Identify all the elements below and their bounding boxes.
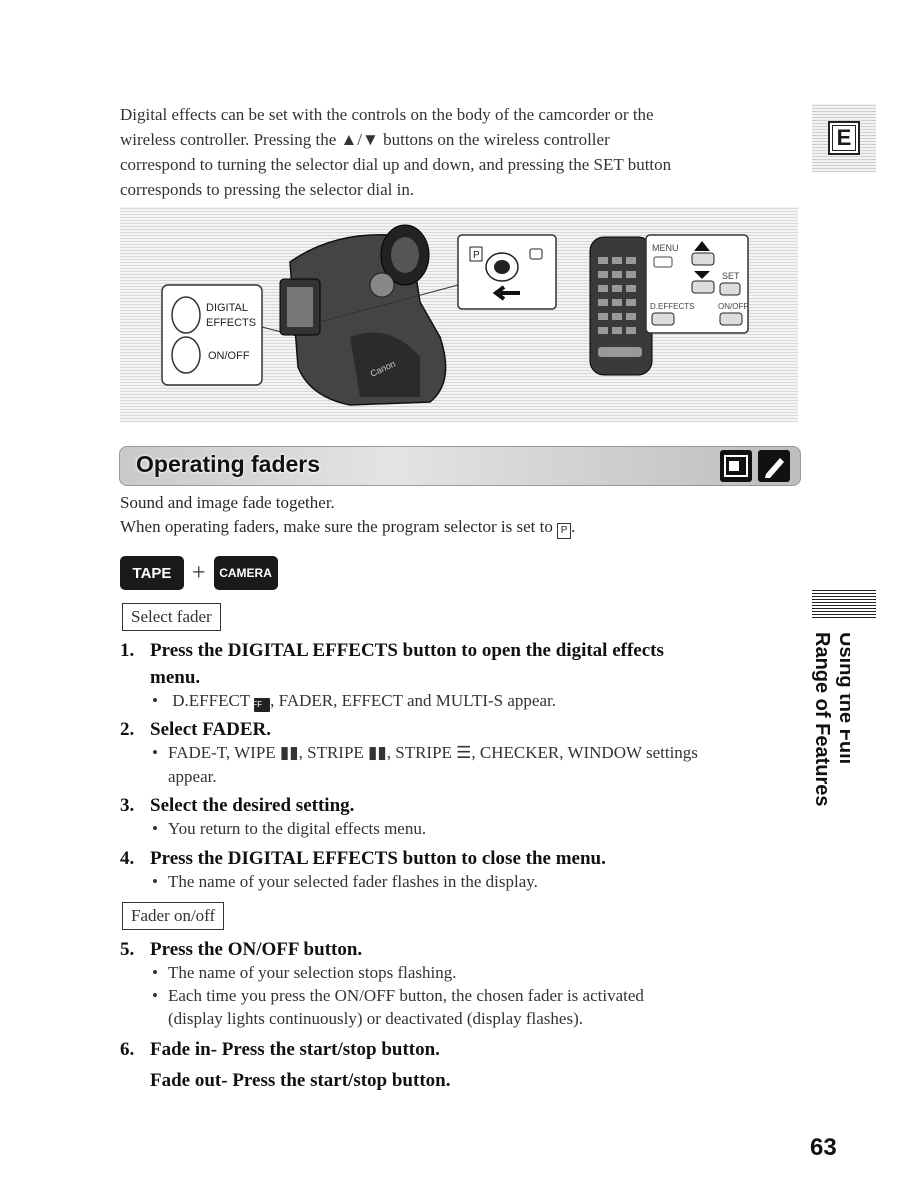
- selector-p-label: P: [473, 250, 480, 261]
- remote-onoff-label: ON/OFF: [718, 302, 748, 311]
- step-number: 1.: [120, 640, 135, 661]
- camcorder-diagram: DIGITAL EFFECTS ON/OFF Canon P: [161, 224, 749, 406]
- step-2: 2. Select FADER.: [120, 716, 271, 744]
- intro-line: wireless controller. Pressing the ▲/▼ bu…: [120, 130, 610, 149]
- intro-paragraph: Digital effects can be set with the cont…: [120, 102, 800, 202]
- step-1-cont: menu.: [150, 667, 201, 688]
- remote-menu-label: MENU: [652, 243, 679, 253]
- digital-label: DIGITAL: [206, 302, 248, 314]
- step-6: 6. Fade in- Press the start/stop button.: [120, 1036, 440, 1064]
- step-number: 4.: [120, 848, 135, 869]
- side-label-line2: Range of Features: [811, 632, 833, 806]
- step-5-bullet: The name of your selection stops flashin…: [120, 961, 828, 985]
- remote-effects-label: D.EFFECTS: [650, 302, 694, 311]
- camera-badge: CAMERA: [213, 556, 278, 590]
- remote-control-icon: [589, 236, 653, 376]
- step-title: Select the desired setting.: [150, 795, 355, 816]
- pen-icon: [758, 450, 790, 482]
- step-title: Fade in- Press the start/stop button.: [150, 1039, 440, 1060]
- body-line-end: .: [571, 517, 576, 536]
- bullet-text: , FADER, EFFECT and MULTI-S appear.: [270, 691, 556, 710]
- intro-line: correspond to turning the selector dial …: [120, 155, 672, 174]
- step-6-cont: Fade out- Press the start/stop button.: [150, 1070, 451, 1091]
- step-title: Press the ON/OFF button.: [150, 939, 363, 960]
- body-line-text: When operating faders, make sure the pro…: [120, 517, 553, 536]
- step-4-bullet: The name of your selected fader flashes …: [120, 870, 828, 894]
- step-number: 2.: [120, 719, 135, 740]
- side-chapter-label: Using the Full Range of Features: [800, 630, 857, 860]
- body-line: When operating faders, make sure the pro…: [120, 517, 575, 539]
- step-2-bullet-cont: appear.: [168, 767, 217, 786]
- plus-sign: +: [192, 559, 206, 586]
- step-3: 3. Select the desired setting.: [120, 792, 354, 820]
- off-icon: OFF: [246, 698, 271, 712]
- step-number: 5.: [120, 939, 135, 960]
- step-4: 4. Press the DIGITAL EFFECTS button to cl…: [120, 845, 606, 873]
- remote-set-label: SET: [722, 271, 740, 281]
- step-title: Press the DIGITAL EFFECTS button to open…: [150, 640, 664, 661]
- select-fader-box: Select fader: [122, 603, 221, 631]
- page-number: 63: [810, 1134, 837, 1161]
- section-banner: Operating faders: [119, 446, 801, 486]
- step-5-bullet: Each time you press the ON/OFF button, t…: [120, 984, 828, 1008]
- language-letter: E: [828, 121, 860, 155]
- step-5-bullet-cont: (display lights continuously) or deactiv…: [168, 1009, 583, 1028]
- step-1-bullet: D.EFFECT OFF, FADER, EFFECT and MULTI-S …: [120, 689, 828, 713]
- effects-label: EFFECTS: [206, 317, 256, 329]
- bullet-text: D.EFFECT: [172, 691, 250, 710]
- tape-mode-icon: [720, 450, 752, 482]
- step-number: 6.: [120, 1039, 135, 1060]
- camcorder-illustration: DIGITAL EFFECTS ON/OFF Canon P: [120, 207, 798, 422]
- step-2-bullet: FADE-T, WIPE ▮▮, STRIPE ▮▮, STRIPE ☰, CH…: [120, 741, 848, 765]
- step-3-bullet: You return to the digital effects menu.: [120, 817, 828, 841]
- onoff-label: ON/OFF: [208, 350, 250, 362]
- section-title: Operating faders: [136, 451, 321, 477]
- fader-onoff-box: Fader on/off: [122, 902, 225, 930]
- side-label-line1: Using the Full: [835, 632, 850, 764]
- body-line: Sound and image fade together.: [120, 493, 335, 512]
- step-title: Select FADER.: [150, 719, 272, 740]
- side-stripes: [812, 588, 876, 618]
- step-number: 3.: [120, 795, 135, 816]
- intro-line: corresponds to pressing the selector dia…: [120, 180, 415, 199]
- mode-row: TAPE + CAMERA: [120, 556, 278, 590]
- callout-box: [161, 284, 263, 386]
- language-tab: E: [812, 104, 876, 172]
- camcorder-icon: Canon: [279, 224, 447, 406]
- intro-line: Digital effects can be set with the cont…: [120, 105, 654, 124]
- step-1: 1. Press the DIGITAL EFFECTS button to op…: [120, 637, 664, 665]
- tape-badge: TAPE: [120, 556, 184, 590]
- arrow-left-icon: [492, 285, 520, 301]
- program-p-icon: P: [557, 523, 572, 539]
- step-title: Press the DIGITAL EFFECTS button to clos…: [150, 848, 606, 869]
- step-5: 5. Press the ON/OFF button.: [120, 936, 362, 964]
